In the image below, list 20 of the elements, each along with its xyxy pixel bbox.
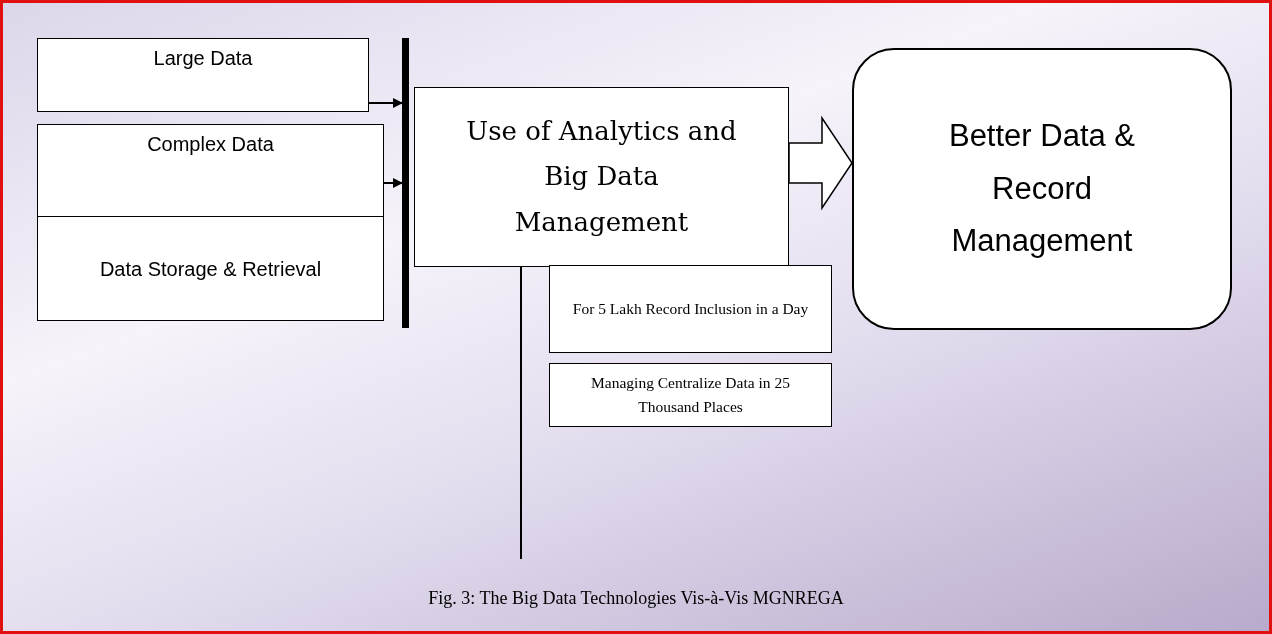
box-text: Use of Analytics and Big Data Management <box>465 114 738 239</box>
box-text: Data Storage & Retrieval <box>99 256 322 282</box>
process-box <box>37 38 369 112</box>
process-box <box>37 124 384 217</box>
process-box <box>549 265 832 353</box>
divider-bar <box>402 38 409 328</box>
process-box <box>414 87 789 267</box>
process-box <box>549 363 832 427</box>
rounded-box <box>852 48 1232 330</box>
box-text: Better Data & Record Management <box>947 116 1137 261</box>
block-arrow <box>788 115 853 211</box>
box-text: Complex Data <box>147 132 274 157</box>
arrow <box>368 98 403 108</box>
figure-caption: Fig. 3: The Big Data Technologies Vis-à-Vis MGNREGA <box>428 588 844 608</box>
box-text: For 5 Lakh Record Inclusion in a Day <box>572 299 809 319</box>
process-box <box>37 216 384 321</box>
arrow <box>383 178 403 188</box>
box-text: Large Data <box>153 46 253 71</box>
box-text: Managing Centralize Data in 25 Thousand Places <box>590 373 791 417</box>
connector-line <box>520 266 522 560</box>
